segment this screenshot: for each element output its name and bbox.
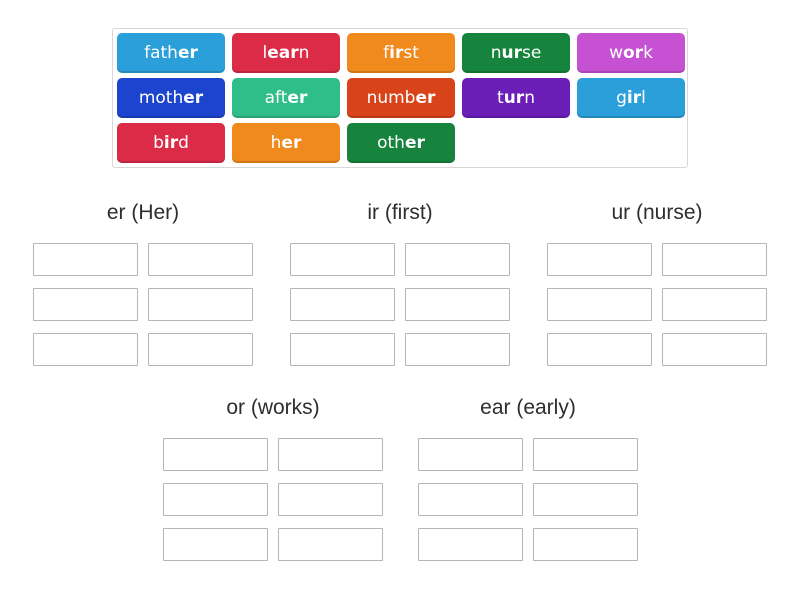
answer-slot[interactable]	[33, 288, 138, 321]
tile-text: n	[490, 42, 502, 63]
tile-text-bold: ur	[503, 87, 525, 108]
answer-slot[interactable]	[290, 333, 395, 366]
answer-slot[interactable]	[405, 243, 510, 276]
answer-slot[interactable]	[547, 288, 652, 321]
tile-text-bold: ur	[501, 42, 522, 63]
tile-text: se	[521, 42, 542, 63]
tile-text: b	[153, 132, 164, 153]
answer-slot[interactable]	[148, 288, 253, 321]
answer-slot[interactable]	[290, 288, 395, 321]
tile-text-bold: er	[183, 87, 204, 108]
slot-grid	[418, 438, 638, 561]
answer-slot[interactable]	[547, 243, 652, 276]
tile-text-bold: or	[622, 42, 644, 63]
tile-text: st	[403, 42, 419, 63]
tile-text: d	[178, 132, 189, 153]
answer-slot[interactable]	[163, 483, 268, 516]
tile-text: g	[616, 87, 627, 108]
tile-text: k	[643, 42, 653, 63]
answer-slot[interactable]	[662, 243, 767, 276]
group-label: er (Her)	[106, 201, 180, 224]
tile-text: l	[262, 42, 268, 63]
group-ear: ear (early)	[418, 392, 638, 561]
slot-grid	[290, 243, 510, 366]
slot-grid	[33, 243, 253, 366]
group-label: ur (nurse)	[611, 201, 703, 224]
answer-slot[interactable]	[148, 243, 253, 276]
group-label: ear (early)	[480, 396, 576, 419]
answer-slot[interactable]	[533, 528, 638, 561]
answer-slot[interactable]	[533, 438, 638, 471]
answer-slot[interactable]	[662, 288, 767, 321]
group-label: or (works)	[226, 396, 320, 419]
answer-slot[interactable]	[278, 483, 383, 516]
answer-slot[interactable]	[148, 333, 253, 366]
tile-text-bold: er	[177, 42, 198, 63]
group-or: or (works)	[163, 392, 383, 561]
group-label: ir (first)	[367, 201, 433, 224]
tile-text: n	[298, 42, 310, 63]
answer-slot[interactable]	[33, 333, 138, 366]
tile-text: oth	[377, 132, 405, 153]
answer-slot[interactable]	[163, 438, 268, 471]
tile-text-bold: ir	[626, 87, 642, 108]
tile-text-bold: ir	[163, 132, 179, 153]
tile-text: fath	[144, 42, 178, 63]
tile-text: numb	[366, 87, 416, 108]
tile-text: t	[497, 87, 504, 108]
group-er: er (Her)	[33, 197, 253, 366]
answer-slot[interactable]	[163, 528, 268, 561]
tile-text: n	[524, 87, 535, 108]
answer-slot[interactable]	[405, 333, 510, 366]
tile-text-bold: ir	[389, 42, 404, 63]
tile-text-bold: er	[281, 132, 302, 153]
answer-slot[interactable]	[418, 528, 523, 561]
answer-slot[interactable]	[662, 333, 767, 366]
tile-text: moth	[138, 87, 184, 108]
answer-slot[interactable]	[418, 483, 523, 516]
tile-text-bold: ear	[267, 42, 299, 63]
group-ir: ir (first)	[290, 197, 510, 366]
slot-grid	[547, 243, 767, 366]
answer-slot[interactable]	[547, 333, 652, 366]
tile-text-bold: er	[404, 132, 425, 153]
tile-text: w	[609, 42, 623, 63]
answer-slot[interactable]	[278, 438, 383, 471]
answer-slot[interactable]	[405, 288, 510, 321]
slot-grid	[163, 438, 383, 561]
tile-text-bold: er	[287, 87, 308, 108]
answer-slot[interactable]	[278, 528, 383, 561]
tile-text: h	[270, 132, 282, 153]
tile-text-bold: er	[415, 87, 436, 108]
tile-text: f	[383, 42, 390, 63]
tile-text: l	[641, 87, 646, 108]
answer-slot[interactable]	[533, 483, 638, 516]
answer-slot[interactable]	[290, 243, 395, 276]
answer-slot[interactable]	[33, 243, 138, 276]
tile-text: aft	[264, 87, 288, 108]
group-ur: ur (nurse)	[547, 197, 767, 366]
answer-slot[interactable]	[418, 438, 523, 471]
